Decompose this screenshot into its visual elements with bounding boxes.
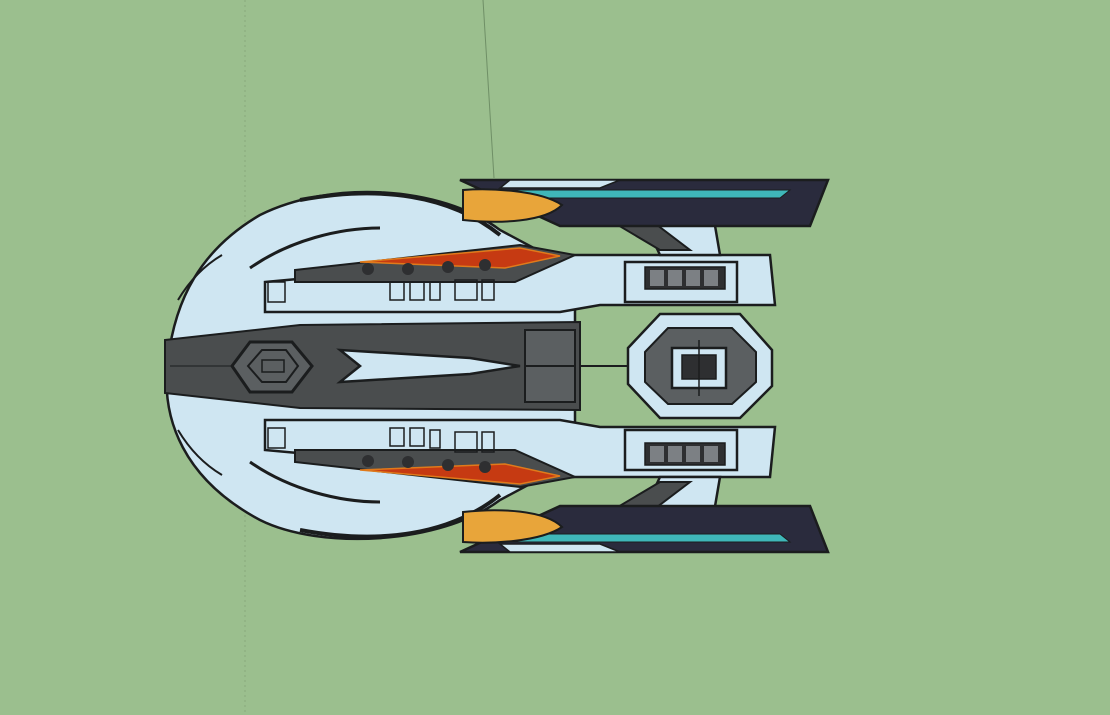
saucer-groove-top bbox=[249, 226, 381, 270]
bridge-module bbox=[230, 340, 314, 394]
upper-vent-block bbox=[623, 260, 739, 304]
upper-warp-nacelle bbox=[459, 178, 830, 257]
lower-engineering-deck bbox=[263, 418, 777, 489]
lower-warp-nacelle bbox=[459, 475, 830, 554]
axis-guide-diagonal bbox=[482, 0, 495, 179]
lower-windows bbox=[389, 427, 495, 453]
upper-engineering-deck bbox=[263, 243, 777, 314]
secondary-hull bbox=[164, 320, 581, 412]
saucer-rim-bottom bbox=[299, 493, 502, 539]
deflector-pod bbox=[580, 312, 774, 420]
upper-windows bbox=[389, 279, 495, 301]
saucer-edge-detail-bottom bbox=[177, 429, 223, 476]
lower-vent-block bbox=[623, 428, 739, 472]
saucer-edge-detail-top bbox=[177, 254, 223, 301]
saucer-groove-bottom bbox=[249, 460, 381, 504]
lower-ports bbox=[362, 455, 491, 473]
upper-ports bbox=[362, 259, 491, 275]
starship-model[interactable] bbox=[164, 178, 830, 554]
